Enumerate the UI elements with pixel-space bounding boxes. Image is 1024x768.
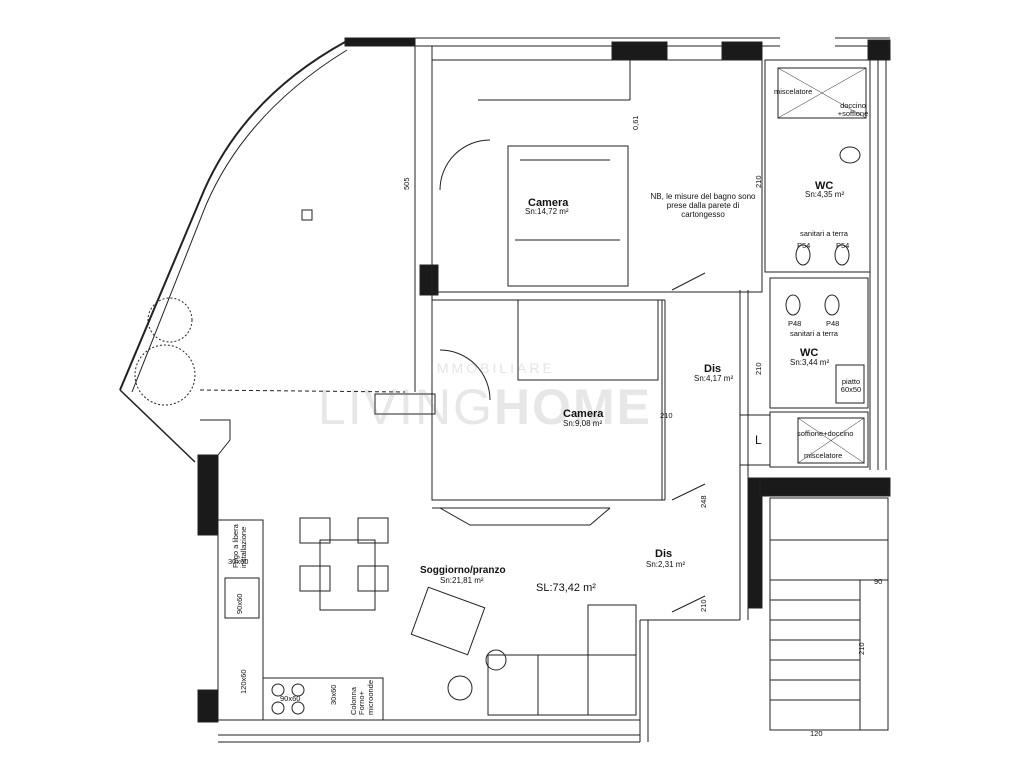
dim-505: 505 (402, 177, 411, 190)
dim-90: 90 (874, 577, 883, 586)
label-kitchen-120x60: 120x60 (239, 669, 248, 694)
bed-top (507, 145, 629, 287)
dim-0-61: 0,61 (631, 115, 640, 130)
label-kitchen-90x60-a: 90x60 (235, 593, 244, 614)
room-soggiorno-area: Sn:21,81 m² (440, 576, 484, 585)
room-camera-2-area: Sn:9,08 m² (563, 419, 603, 428)
room-wc-1-name: WC (815, 180, 834, 192)
total-area: SL:73,42 m² (536, 582, 596, 594)
sofa (487, 654, 637, 716)
balcony-curved-wall (119, 41, 346, 391)
room-camera-2-name: Camera (563, 408, 604, 420)
label-kitchen-30x60-b: 30x60 (329, 684, 338, 705)
room-wc-2-name: WC (800, 347, 819, 359)
dim-248: 248 (699, 495, 708, 508)
watermark-sub: IMMOBILIARE (430, 360, 555, 376)
label-miscelatore-bottom: miscelatore (804, 451, 843, 460)
room-camera-1-area: Sn:14,72 m² (525, 207, 569, 216)
room-soggiorno-name: Soggiorno/pranzo (420, 565, 506, 576)
bathroom-note: NB, le misure del bagno sono prese dalla… (650, 192, 756, 219)
dining-table (319, 539, 376, 611)
label-kitchen-30x60-a: 30x60 (228, 557, 249, 566)
lift-label: L (755, 433, 762, 447)
label-sanitari-1: sanitari a terra (800, 229, 848, 238)
room-camera-1-name: Camera (528, 197, 569, 209)
dim-210-e: 210 (857, 642, 866, 655)
label-colonna: Colonna Forno+ microonde (349, 679, 375, 715)
label-piatto: piatto 60x50 (840, 377, 862, 395)
room-wc-2-area: Sn:3,44 m² (790, 358, 830, 367)
bed-second (517, 299, 659, 381)
label-kitchen-90x60-b: 90x60 (280, 694, 301, 703)
balcony-diagonal (119, 389, 196, 463)
dim-210-b: 210 (754, 362, 763, 375)
room-wc-1-area: Sn:4,35 m² (805, 190, 845, 199)
label-p48-a: P48 (788, 319, 802, 328)
dim-210-a: 210 (754, 175, 763, 188)
label-p48-b: P48 (826, 319, 840, 328)
watermark-brand: LIVINGHOME (318, 379, 652, 435)
label-soffione-doccino: soffione+doccino (797, 429, 854, 438)
wall-top-left (344, 37, 416, 47)
balcony-curved-wall-inner (131, 49, 348, 393)
label-p54-b: P54 (836, 241, 850, 250)
dim-210-c: 210 (660, 411, 673, 420)
label-doccino: doccino +soffione (837, 101, 869, 119)
room-dis-1-area: Sn:4,17 m² (694, 374, 734, 383)
label-miscelatore-top: miscelatore (774, 87, 813, 96)
label-sanitari-2: sanitari a terra (790, 329, 838, 338)
label-p54-a: P54 (797, 241, 811, 250)
room-dis-2-name: Dis (655, 548, 673, 560)
room-dis-2-area: Sn:2,31 m² (646, 560, 686, 569)
dim-120: 120 (810, 729, 823, 738)
room-dis-1-name: Dis (704, 363, 722, 375)
dim-210-d: 210 (699, 599, 708, 612)
